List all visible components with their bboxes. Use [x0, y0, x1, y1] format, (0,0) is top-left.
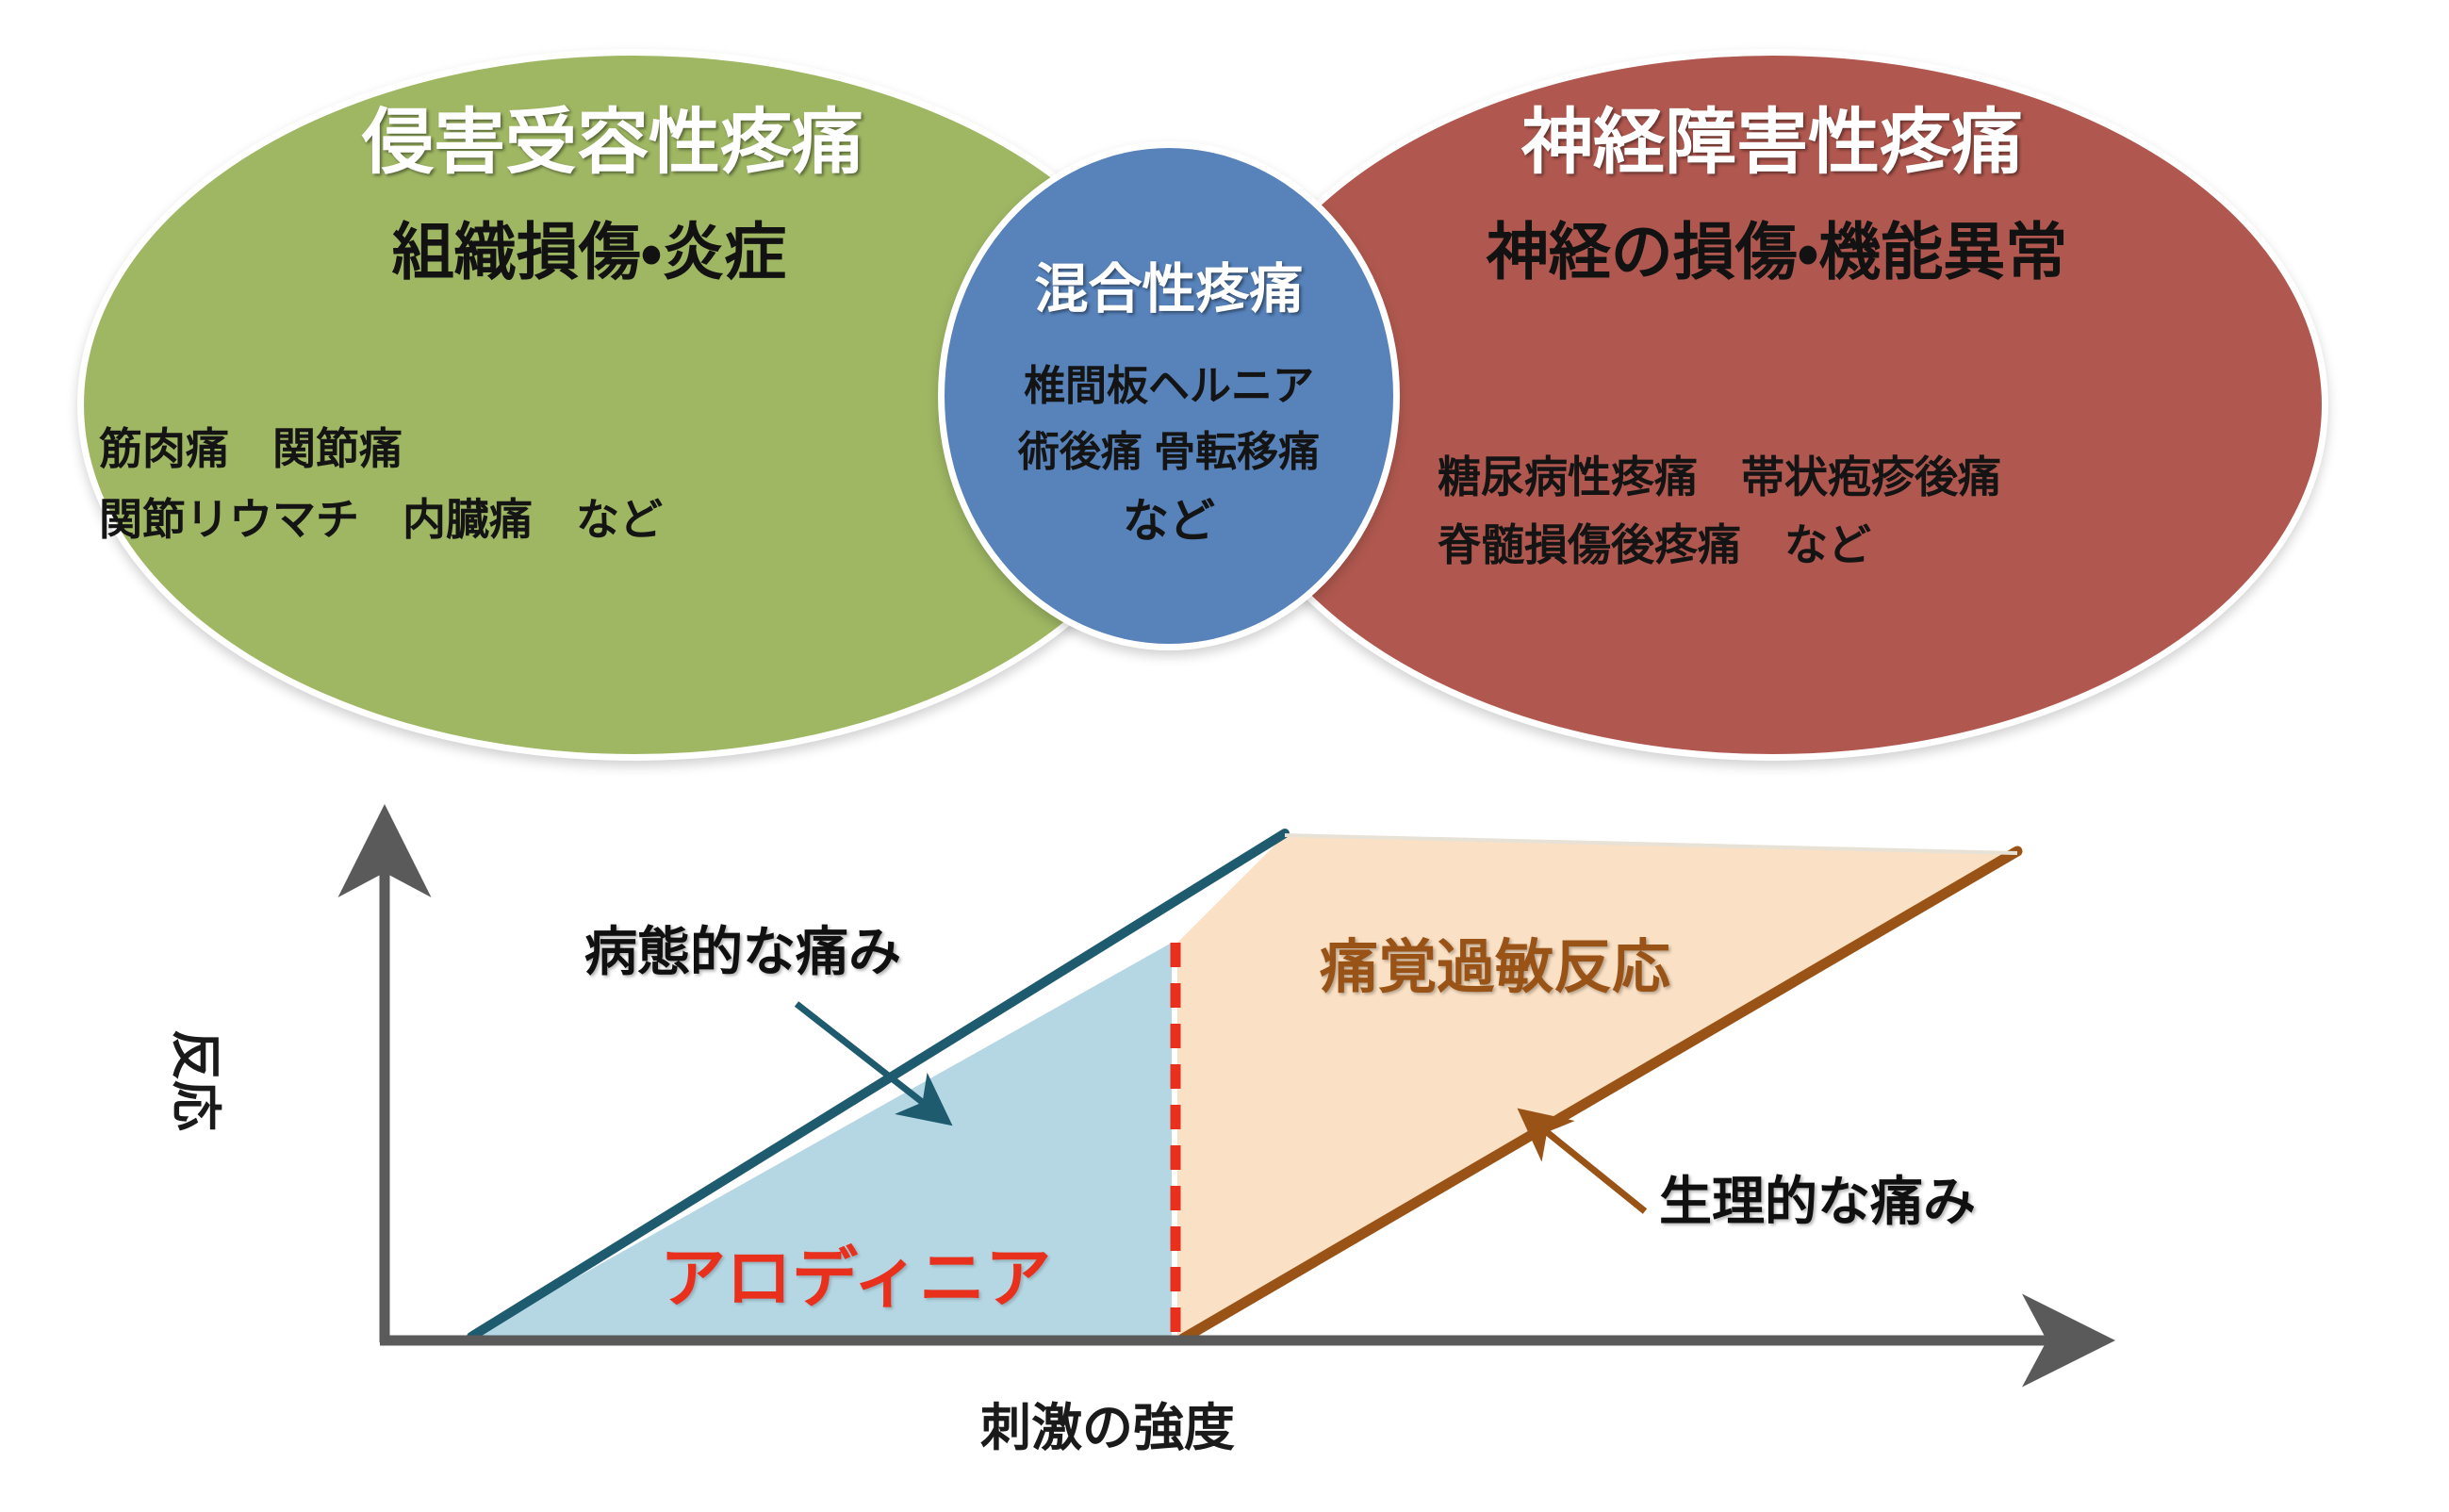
y-axis-label: 反応 — [167, 1029, 223, 1131]
nociceptive-examples-line2: 関節リウマチ 内臓痛 など — [99, 495, 663, 544]
nociceptive-title: 侵害受容性疼痛 — [362, 103, 863, 183]
pathological-pain-line — [467, 829, 1290, 1341]
neuropathic-title: 神経障害性疼痛 — [1521, 103, 2023, 183]
physiological-pain-line — [1177, 846, 2023, 1344]
physiological-pain-label: 生理的な痛み — [1659, 1172, 1976, 1231]
neuropathic-pain-ellipse — [1216, 49, 2328, 761]
mixed-examples-line3: など — [1122, 496, 1215, 547]
nociceptive-subtitle: 組織損傷・炎症 — [391, 217, 787, 287]
mixed-title: 混合性疼痛 — [1034, 259, 1304, 320]
x-axis-label: 刺激の強度 — [980, 1400, 1235, 1456]
mixed-examples-line1: 椎間板ヘルニア — [1024, 363, 1314, 409]
neuropathic-examples-line1: 糖尿病性疼痛 帯状疱疹後痛 — [1438, 452, 2001, 501]
mixed-pain-circle — [938, 141, 1400, 650]
allodynia-label: アロディニア — [660, 1241, 1052, 1315]
hyperalgesia-label: 痛覚過敏反応 — [1320, 935, 1671, 1000]
allodynia-region — [471, 943, 1172, 1337]
physiological-pain-leader — [1517, 1108, 1648, 1214]
hyperalgesia-top-edge — [1284, 833, 2018, 855]
mixed-examples-line2: 術後痛 骨転移痛 — [1017, 429, 1321, 475]
neuropathic-subtitle: 神経の損傷・機能異常 — [1486, 217, 2068, 287]
nociceptive-examples-line1: 筋肉痛 関節痛 — [99, 424, 403, 473]
neuropathic-examples-line2: 脊髄損傷後疼痛 など — [1438, 520, 1871, 569]
pain-classification-venn: 侵害受容性疼痛 組織損傷・炎症 筋肉痛 関節痛 関節リウマチ 内臓痛 など 混合… — [77, 49, 2328, 761]
pathological-pain-label: 病態的な痛み — [584, 922, 901, 981]
hyperalgesia-region — [1177, 835, 2017, 1337]
pathological-pain-leader — [794, 1001, 953, 1126]
